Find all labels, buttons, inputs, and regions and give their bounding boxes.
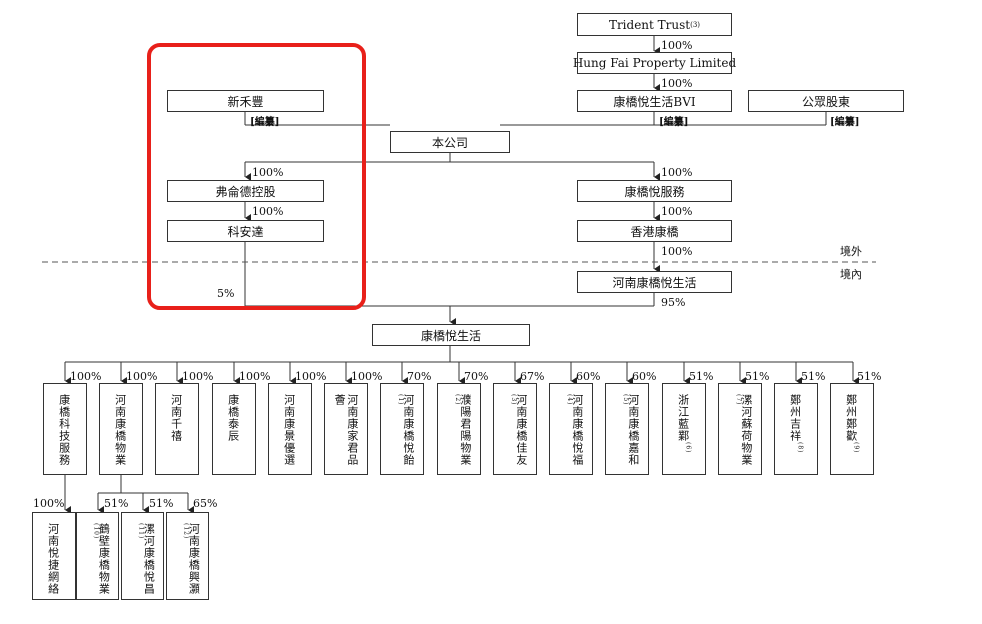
third-level-box: 河南康橋興灝(12) <box>166 512 209 600</box>
sub-pct: 67% <box>520 370 545 383</box>
third-pct: 65% <box>193 497 218 510</box>
pct-henan-target: 95% <box>661 296 686 309</box>
subsidiary-box: 河南康家君品薈 <box>324 383 368 475</box>
pct-services-hk: 100% <box>661 205 693 218</box>
subsidiary-box: 鄭州吉祥(8) <box>774 383 818 475</box>
subsidiary-label: 康橋泰辰 <box>226 394 240 442</box>
offshore-label: 境外 <box>840 245 862 258</box>
henan-box: 河南康橋悅生活 <box>577 271 732 293</box>
subsidiary-label: 河南康橋佳友(3) <box>509 394 528 466</box>
trident-trust-label: Trident Trust <box>608 17 691 32</box>
subsidiary-box: 河南康橋佳友(3) <box>493 383 537 475</box>
fumingde-box: 弗侖德控股 <box>167 180 324 202</box>
pct-fumingde-keanda: 100% <box>252 205 284 218</box>
trident-trust-note: (3) <box>690 20 701 29</box>
sub-pct: 100% <box>295 370 327 383</box>
third-level-label: 河南康橋興灝(12) <box>182 523 201 595</box>
sub-pct: 70% <box>407 370 432 383</box>
redacted-bvi: [編纂] <box>659 117 689 128</box>
sub-pct: 51% <box>745 370 770 383</box>
subsidiary-label: 河南康橋嘉和(5) <box>621 394 640 466</box>
redacted-public: [編纂] <box>830 117 860 128</box>
sub-pct: 100% <box>182 370 214 383</box>
pct-hk-henan: 100% <box>661 245 693 258</box>
third-pct: 51% <box>104 497 129 510</box>
pct-trident-hungfai: 100% <box>661 39 693 52</box>
subsidiary-label: 河南康橋悅福(4) <box>565 394 584 466</box>
third-level-label: 河南悅捷網絡 <box>46 523 60 595</box>
subsidiary-box: 漯河蘇荷物業(7) <box>718 383 762 475</box>
third-level-box: 河南悅捷網絡 <box>32 512 76 600</box>
sub-pct: 100% <box>239 370 271 383</box>
subsidiary-label: 鄭州吉祥(8) <box>788 394 804 454</box>
subsidiary-box: 康橋泰辰 <box>212 383 256 475</box>
subsidiary-label: 河南康橋悅飴(1) <box>396 394 415 466</box>
trident-trust-box: Trident Trust(3) <box>577 13 732 36</box>
subsidiary-label: 河南康家君品薈 <box>333 394 359 466</box>
subsidiary-label: 康橋科技服務 <box>57 394 71 466</box>
third-pct: 100% <box>33 497 65 510</box>
sub-pct: 60% <box>632 370 657 383</box>
keanda-box: 科安達 <box>167 220 324 242</box>
subsidiary-box: 河南康橋悅福(4) <box>549 383 593 475</box>
pct-keanda-target: 5% <box>217 287 235 300</box>
public-shareholders-box: 公眾股東 <box>748 90 904 112</box>
third-level-box: 鶴壁康橋物業(10) <box>76 512 119 600</box>
onshore-label: 境內 <box>840 268 862 281</box>
sub-pct: 100% <box>70 370 102 383</box>
subsidiary-label: 鄭州鄭歡(9) <box>844 394 860 454</box>
third-level-label: 漯河康橋悅昌(11) <box>137 523 156 595</box>
pct-company-fumingde: 100% <box>252 166 284 179</box>
subsidiary-box: 河南康橋悅飴(1) <box>380 383 424 475</box>
subsidiary-box: 濮陽君陽物業(2) <box>437 383 481 475</box>
subsidiary-label: 濮陽君陽物業(2) <box>453 394 472 466</box>
subsidiary-box: 河南千禧 <box>155 383 199 475</box>
subsidiary-box: 河南康橋嘉和(5) <box>605 383 649 475</box>
subsidiary-label: 河南康景優選 <box>282 394 296 466</box>
subsidiary-box: 河南康景優選 <box>268 383 312 475</box>
redacted-xinhefeng: [編纂] <box>250 117 280 128</box>
sub-pct: 51% <box>801 370 826 383</box>
subsidiary-box: 浙江藍鄴(6) <box>662 383 706 475</box>
subsidiary-label: 河南康橋物業 <box>113 394 127 466</box>
subsidiary-label: 河南千禧 <box>169 394 183 442</box>
sub-pct: 70% <box>464 370 489 383</box>
subsidiary-label: 漯河蘇荷物業(7) <box>734 394 753 466</box>
hungfai-box: Hung Fai Property Limited <box>573 52 736 74</box>
pct-hungfai-bvi: 100% <box>661 77 693 90</box>
main-entity-box: 康橋悅生活 <box>372 324 530 346</box>
subsidiary-box: 鄭州鄭歡(9) <box>830 383 874 475</box>
services-box: 康橋悅服務 <box>577 180 732 202</box>
company-box: 本公司 <box>390 131 510 153</box>
subsidiary-label: 浙江藍鄴(6) <box>676 394 692 454</box>
sub-pct: 51% <box>689 370 714 383</box>
sub-pct: 60% <box>576 370 601 383</box>
sub-pct: 51% <box>857 370 882 383</box>
subsidiary-box: 康橋科技服務 <box>43 383 87 475</box>
xinhefeng-box: 新禾豐 <box>167 90 324 112</box>
bvi-box: 康橋悅生活BVI <box>577 90 732 112</box>
sub-pct: 100% <box>351 370 383 383</box>
third-level-label: 鶴壁康橋物業(10) <box>92 523 111 595</box>
sub-pct: 100% <box>126 370 158 383</box>
pct-company-services: 100% <box>661 166 693 179</box>
hk-box: 香港康橋 <box>577 220 732 242</box>
subsidiary-box: 河南康橋物業 <box>99 383 143 475</box>
third-level-box: 漯河康橋悅昌(11) <box>121 512 164 600</box>
third-pct: 51% <box>149 497 174 510</box>
